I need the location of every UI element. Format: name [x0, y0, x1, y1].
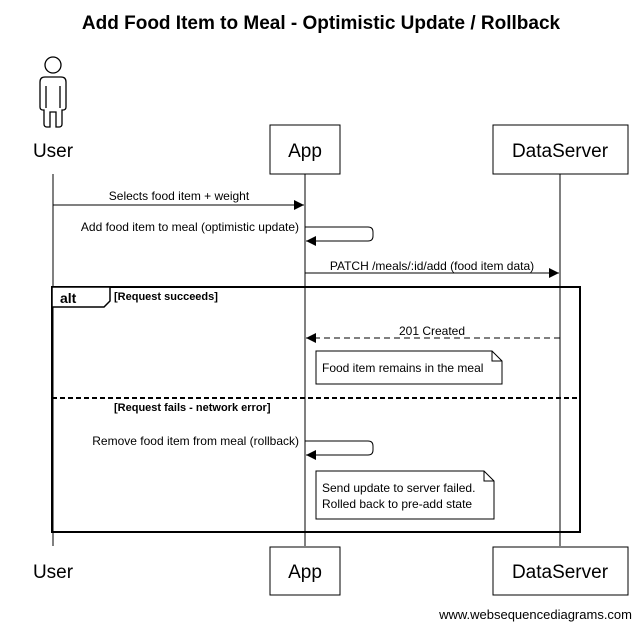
note-box: [315, 350, 503, 385]
self-message-arrow: [305, 440, 374, 460]
participant-app-bottom-box: [269, 546, 341, 596]
note-fold: [483, 471, 494, 482]
alt-fragment-frame: [51, 286, 581, 533]
message-label: 201 Created: [399, 324, 465, 338]
note-text: Send update to server failed.: [322, 481, 475, 495]
self-message-arrow: [305, 226, 374, 246]
note-text: Food item remains in the meal: [322, 361, 483, 375]
participant-dataserver-bottom-box: [492, 546, 629, 596]
participant-dataserver-top: DataServer: [512, 141, 609, 162]
participant-app-bottom: App: [288, 562, 322, 583]
alt-operator-label: alt: [60, 290, 77, 306]
participant-dataserver-top-box: [492, 124, 629, 175]
message-label: Remove food item from meal (rollback): [92, 434, 299, 448]
alt-operator-tab: [51, 286, 111, 308]
participant-app-top-box: [269, 124, 341, 175]
note-text: Rolled back to pre-add state: [322, 497, 472, 511]
message-label: Selects food item + weight: [109, 189, 250, 203]
participant-user-top: User: [33, 141, 74, 162]
alt-guard-success: [Request succeeds]: [114, 291, 218, 303]
message-label: Add food item to meal (optimistic update…: [81, 220, 299, 234]
stick-figure-icon: [39, 56, 67, 128]
alt-guard-failure: [Request fails - network error]: [114, 402, 271, 414]
participant-app-top: App: [288, 141, 322, 162]
message-label: PATCH /meals/:id/add (food item data): [330, 259, 534, 273]
participant-dataserver-bottom: DataServer: [512, 562, 609, 583]
note-box: [315, 470, 495, 520]
note-fold: [491, 351, 502, 362]
watermark: www.websequencediagrams.com: [438, 607, 632, 622]
diagram-title: Add Food Item to Meal - Optimistic Updat…: [82, 13, 561, 34]
participant-user-bottom: User: [33, 562, 74, 583]
